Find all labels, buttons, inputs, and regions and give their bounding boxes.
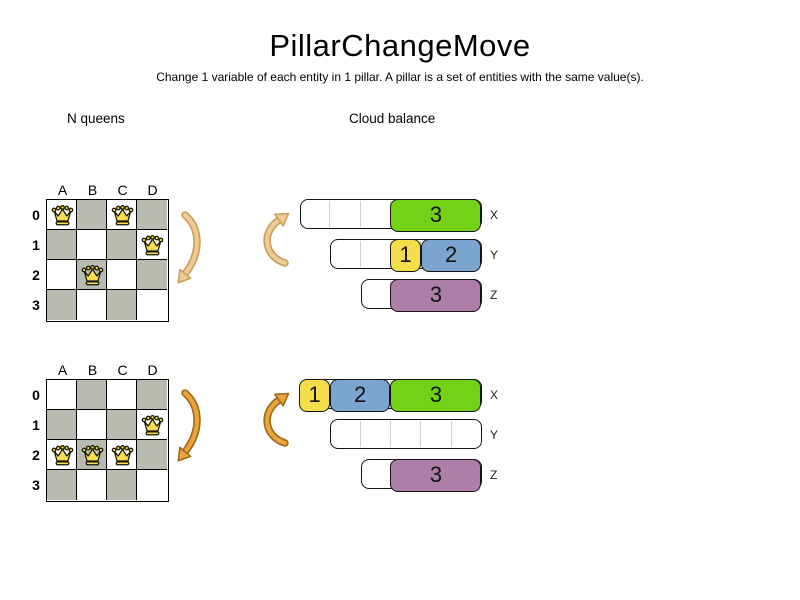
- column-header-D: D: [147, 182, 158, 198]
- row-label-3: 3: [32, 477, 40, 493]
- board-cell-B3: [77, 290, 107, 320]
- board-cell-D2: [137, 260, 167, 290]
- queen-B2: [78, 441, 106, 469]
- computer-label-Y: Y: [490, 248, 499, 262]
- row-label-0: 0: [32, 387, 40, 403]
- column-header-D: D: [147, 362, 158, 378]
- board-cell-A0: [47, 380, 77, 410]
- board-cell-A1: [47, 410, 77, 440]
- queen-icon: [51, 444, 73, 465]
- process-block-3: 3: [390, 458, 482, 492]
- board-cell-C1: [107, 230, 137, 260]
- row-label-2: 2: [32, 267, 40, 283]
- computer-label-X: X: [490, 388, 499, 402]
- board-cell-D3: [137, 290, 167, 320]
- computer-label-Y: Y: [490, 428, 499, 442]
- unit-divider: [359, 201, 361, 227]
- queen-D1: [138, 231, 166, 259]
- section-label-cloud-balance: Cloud balance: [349, 111, 436, 126]
- computer-bar-Z-after: 3: [360, 458, 482, 492]
- board-cell-D2: [137, 440, 167, 470]
- unit-divider: [420, 421, 422, 447]
- chessboard-after: [46, 379, 169, 502]
- board-cell-C3: [107, 470, 137, 500]
- section-label-nqueens: N queens: [67, 111, 125, 126]
- queen-C0: [108, 201, 136, 229]
- board-cell-A2: [47, 260, 77, 290]
- computer-label-Z: Z: [490, 468, 498, 482]
- column-header-C: C: [117, 362, 128, 378]
- queen-icon: [111, 444, 133, 465]
- process-block-1: 1: [299, 378, 330, 412]
- queen-B2: [78, 261, 106, 289]
- queen-icon: [141, 414, 163, 435]
- column-header-C: C: [117, 182, 128, 198]
- queen-C2: [108, 441, 136, 469]
- row-label-2: 2: [32, 447, 40, 463]
- board-cell-D0: [137, 200, 167, 230]
- board-cell-A1: [47, 230, 77, 260]
- row-label-0: 0: [32, 207, 40, 223]
- queen-icon: [141, 234, 163, 255]
- column-header-B: B: [87, 182, 98, 198]
- board-cell-D0: [137, 380, 167, 410]
- row-label-1: 1: [32, 417, 40, 433]
- board-cell-B3: [77, 470, 107, 500]
- column-header-A: A: [57, 362, 68, 378]
- process-block-1: 1: [390, 238, 421, 272]
- move-arrow-up-before: [263, 212, 290, 267]
- unit-divider: [359, 421, 361, 447]
- board-cell-B0: [77, 200, 107, 230]
- queen-icon: [81, 444, 103, 465]
- computer-label-Z: Z: [490, 288, 498, 302]
- process-block-2: 2: [420, 238, 482, 272]
- queen-icon: [81, 264, 103, 285]
- process-block-2: 2: [329, 378, 391, 412]
- move-arrow-down-after: [177, 389, 201, 462]
- queen-A2: [48, 441, 76, 469]
- board-cell-C2: [107, 260, 137, 290]
- computer-bar-Y-after: [330, 419, 482, 449]
- board-cell-C0: [107, 380, 137, 410]
- board-cell-C1: [107, 410, 137, 440]
- process-block-3: 3: [390, 278, 482, 312]
- move-arrow-down-before: [177, 211, 201, 284]
- queen-icon: [111, 204, 133, 225]
- board-cell-B1: [77, 230, 107, 260]
- row-label-1: 1: [32, 237, 40, 253]
- unit-divider: [329, 201, 331, 227]
- chessboard-before: [46, 199, 169, 322]
- computer-bar-Z-before: 3: [360, 278, 482, 312]
- board-cell-A3: [47, 290, 77, 320]
- computer-label-X: X: [490, 208, 499, 222]
- move-arrow-up-after: [263, 392, 290, 447]
- row-label-3: 3: [32, 297, 40, 313]
- board-cell-A3: [47, 470, 77, 500]
- queen-A0: [48, 201, 76, 229]
- computer-bar-X-before: 3: [299, 198, 482, 232]
- process-block-3: 3: [390, 198, 482, 232]
- page-title: PillarChangeMove: [269, 28, 531, 63]
- column-header-B: B: [87, 362, 98, 378]
- queen-icon: [51, 204, 73, 225]
- unit-divider: [450, 421, 452, 447]
- unit-divider: [359, 241, 361, 267]
- page-subtitle: Change 1 variable of each entity in 1 pi…: [156, 70, 644, 84]
- board-cell-B0: [77, 380, 107, 410]
- column-header-A: A: [57, 182, 68, 198]
- board-cell-D3: [137, 470, 167, 500]
- board-cell-C3: [107, 290, 137, 320]
- board-cell-B1: [77, 410, 107, 440]
- queen-D1: [138, 411, 166, 439]
- unit-divider: [389, 421, 391, 447]
- process-block-3: 3: [390, 378, 482, 412]
